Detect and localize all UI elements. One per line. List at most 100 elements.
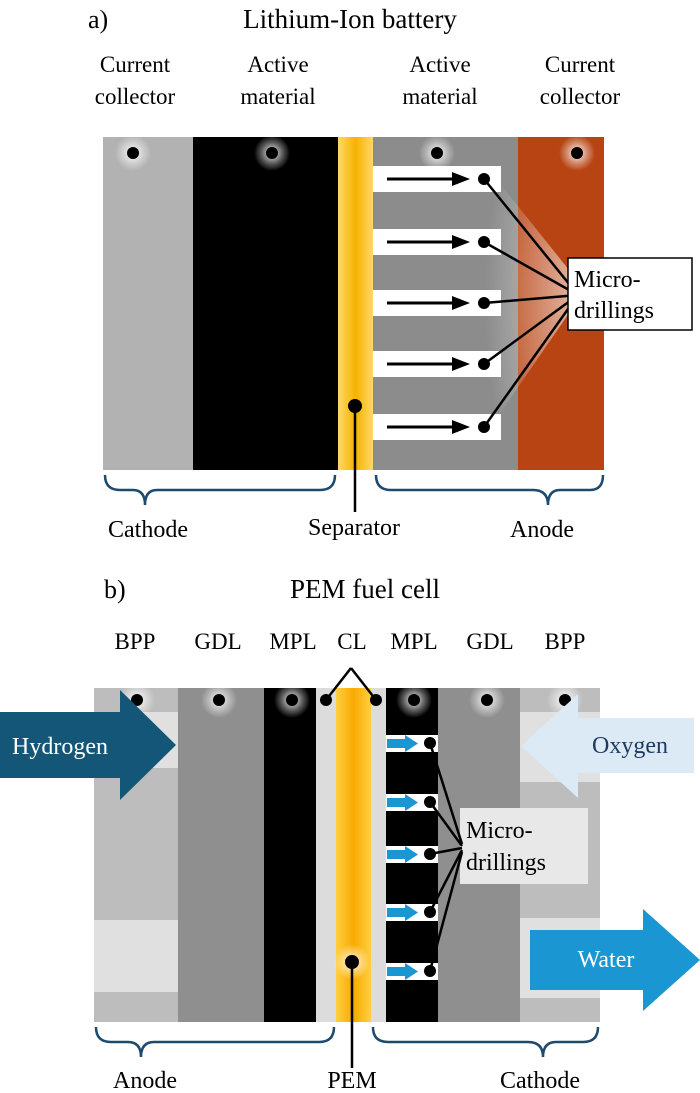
marker-dot [424,848,436,860]
anode-brace-b [94,1026,336,1058]
micro-drillings-label-line2: drillings [574,298,654,324]
marker-dot [481,694,493,706]
cl-right-layer [371,688,386,1022]
panel-a-title: Lithium-Ion battery [243,4,457,34]
cathode-brace [103,474,337,506]
cl-leader-lines [325,667,377,701]
marker-dot [424,965,436,977]
small-arrow [387,963,418,980]
oxygen-arrow: Oxygen [521,694,694,798]
oxygen-label: Oxygen [592,733,668,759]
marker-dot [266,147,278,159]
anode-bottom-label: Anode [510,517,574,543]
marker-dot [478,236,490,248]
cathode-active-material [193,137,338,470]
leader-line [350,667,377,701]
bpp-left-channel [94,920,178,992]
gdl-left-layer [178,688,264,1022]
leader-line [325,667,352,701]
water-arrows-small [387,735,418,980]
label-current-collector-left-line1: Current [100,52,171,77]
panel-a: a) Lithium-Ion battery Current collector… [88,4,693,543]
arrow-head [452,296,470,310]
li-ion-arrows [387,172,470,434]
label-bpp-right: BPP [545,629,586,654]
leader-line [483,178,579,296]
anode-bottom-label-b: Anode [113,1068,177,1093]
arrow-head [452,357,470,371]
leader-line [482,294,580,428]
panel-b-letter: b) [104,575,126,604]
small-arrow [387,794,418,811]
panel-a-letter: a) [88,5,108,34]
label-current-collector-left-line2: collector [95,84,176,109]
arrow-head [452,420,470,434]
leader-line [428,849,464,913]
small-arrow [387,846,418,863]
micro-drillings-label-box-b [460,808,588,884]
marker-dot [131,694,143,706]
marker-dot [213,694,225,706]
panel-b: b) PEM fuel cell BPP GDL MPL CL MPL GDL … [0,574,700,1093]
label-gdl-right: GDL [466,629,513,654]
label-current-collector-right-line1: Current [545,52,616,77]
marker-dot [424,737,436,749]
marker-dot [424,906,436,918]
arrow-head [452,235,470,249]
micro-drillings-label-b-line1: Micro- [466,818,533,844]
marker-dot [408,694,420,706]
marker-dot [286,694,298,706]
microdrilling-leaders [482,178,580,428]
hydrogen-label: Hydrogen [12,734,108,760]
small-arrow [387,735,418,752]
water-arrow-shape [530,909,700,1011]
water-label: Water [578,947,635,973]
leader-line [428,851,464,972]
microdrilling-leaders-b [428,742,464,972]
micro-drillings-label-box [567,257,693,331]
cathode-bottom-label-b: Cathode [500,1068,580,1093]
arrow-head [452,172,470,186]
microdrilling-fan-glow [485,165,585,435]
marker-dot [478,358,490,370]
anode-brace [374,474,605,506]
leader-line [483,293,579,305]
marker-dot [431,147,443,159]
marker-dot [478,297,490,309]
marker-dot [424,796,436,808]
label-gdl-left: GDL [194,629,241,654]
hydrogen-arrow-shape [0,690,176,800]
cl-left-layer [316,688,336,1022]
leader-line [428,801,464,847]
micro-drillings-label-b-line2: drillings [466,850,546,876]
label-current-collector-right-line2: collector [540,84,621,109]
marker-dot [559,694,571,706]
oxygen-arrow-shape [521,694,694,798]
separator-bottom-label: Separator [308,515,400,541]
label-cl: CL [337,629,366,654]
label-mpl-left: MPL [269,629,316,654]
micro-drillings-label-line1: Micro- [574,267,641,293]
panel-b-title: PEM fuel cell [290,574,440,604]
marker-dot [478,421,490,433]
microdrilling-dots [478,173,490,433]
leader-line [428,742,464,845]
label-mpl-right: MPL [390,629,437,654]
label-active-material-left-line1: Active [247,52,308,77]
leader-line [483,293,579,366]
label-active-material-left-line2: material [240,84,315,109]
marker-dot [571,147,583,159]
marker-dot [127,147,139,159]
marker-dot [478,173,490,185]
water-arrow: Water [530,909,700,1011]
microdrilling-dots-b [424,737,436,977]
mpl-left-layer [264,688,316,1022]
cathode-bottom-label: Cathode [108,517,188,543]
label-bpp-left: BPP [115,629,156,654]
cathode-brace-b [371,1026,600,1058]
hydrogen-arrow: Hydrogen [0,690,176,800]
pem-bottom-label: PEM [327,1068,376,1093]
leader-line [483,240,579,297]
label-active-material-right-line1: Active [409,52,470,77]
